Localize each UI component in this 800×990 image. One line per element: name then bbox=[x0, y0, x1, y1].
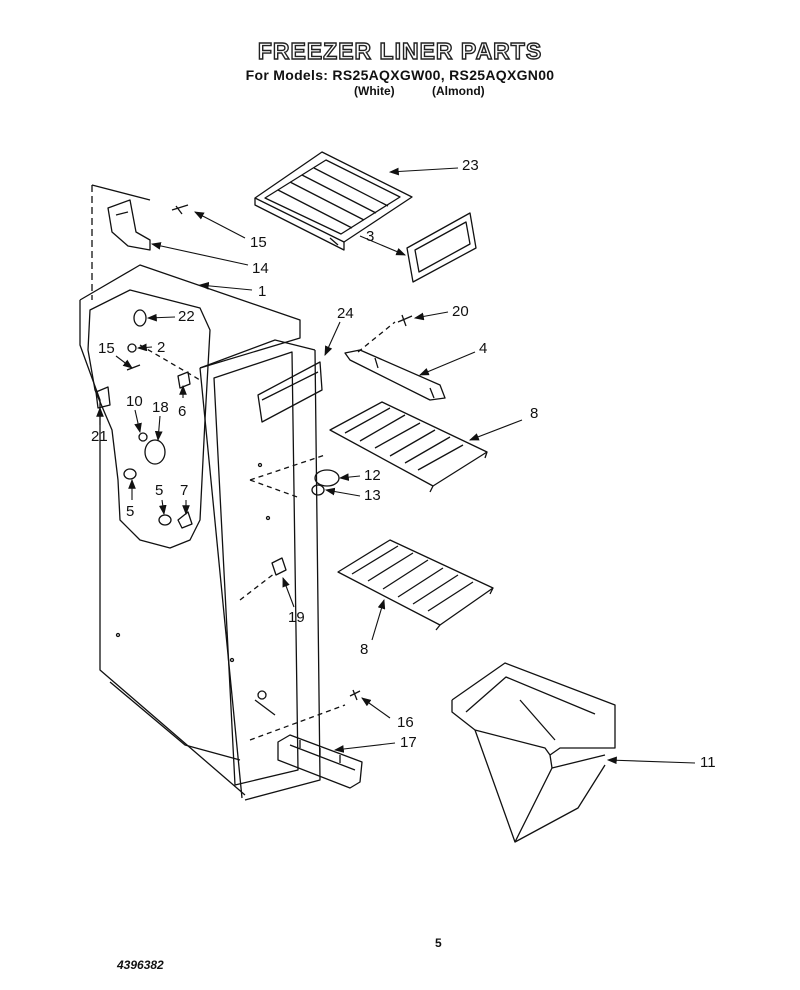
color-almond-label: (Almond) bbox=[432, 84, 485, 98]
callout-7: 7 bbox=[180, 482, 189, 499]
callout-8-lower: 8 bbox=[360, 641, 369, 658]
callout-24: 24 bbox=[337, 305, 354, 322]
callout-8-upper: 8 bbox=[530, 405, 539, 422]
callout-12: 12 bbox=[364, 467, 381, 484]
rail-24 bbox=[257, 361, 323, 423]
callout-19: 19 bbox=[288, 609, 305, 626]
wire-shelf-8-lower bbox=[337, 539, 494, 631]
callout-5-right: 5 bbox=[155, 482, 164, 499]
callout-13: 13 bbox=[364, 487, 381, 504]
model-numbers: For Models: RS25AQXGW00, RS25AQXGN00 bbox=[245, 67, 555, 83]
page-number: 5 bbox=[435, 936, 442, 950]
callout-2: 2 bbox=[157, 339, 166, 356]
callout-15-side: 15 bbox=[98, 340, 115, 357]
wire-shelf-23 bbox=[254, 151, 413, 251]
mounting-plate-3 bbox=[406, 212, 477, 283]
callout-18: 18 bbox=[152, 399, 169, 416]
screw-15-top bbox=[171, 204, 189, 215]
screw-16 bbox=[349, 689, 361, 701]
storage-bin-11 bbox=[451, 662, 616, 843]
callout-5-left: 5 bbox=[126, 503, 135, 520]
color-white-label: (White) bbox=[354, 84, 395, 98]
callout-11: 11 bbox=[700, 754, 716, 771]
callout-6: 6 bbox=[178, 403, 187, 420]
callout-16: 16 bbox=[397, 714, 414, 731]
page-title: FREEZER LINER PARTS bbox=[257, 37, 543, 64]
bracket-19 bbox=[271, 557, 287, 576]
leader-arrows bbox=[96, 167, 696, 765]
callout-4: 4 bbox=[479, 340, 488, 357]
small-parts-liner bbox=[95, 309, 396, 601]
callout-22: 22 bbox=[178, 308, 195, 325]
grille-17 bbox=[277, 734, 363, 789]
callout-14: 14 bbox=[252, 260, 269, 277]
callout-21: 21 bbox=[91, 428, 108, 445]
bracket-4 bbox=[344, 349, 446, 401]
screw-20 bbox=[397, 314, 413, 327]
document-number: 4396382 bbox=[117, 958, 164, 972]
bracket-14 bbox=[107, 199, 151, 251]
callout-17: 17 bbox=[400, 734, 417, 751]
callout-1: 1 bbox=[258, 283, 267, 300]
callout-20: 20 bbox=[452, 303, 469, 320]
callout-15-top: 15 bbox=[250, 234, 267, 251]
wire-shelf-8-upper bbox=[329, 401, 488, 493]
freezer-liner bbox=[79, 184, 321, 801]
callout-10: 10 bbox=[126, 393, 143, 410]
callout-23: 23 bbox=[462, 157, 479, 174]
callout-3: 3 bbox=[366, 228, 375, 245]
